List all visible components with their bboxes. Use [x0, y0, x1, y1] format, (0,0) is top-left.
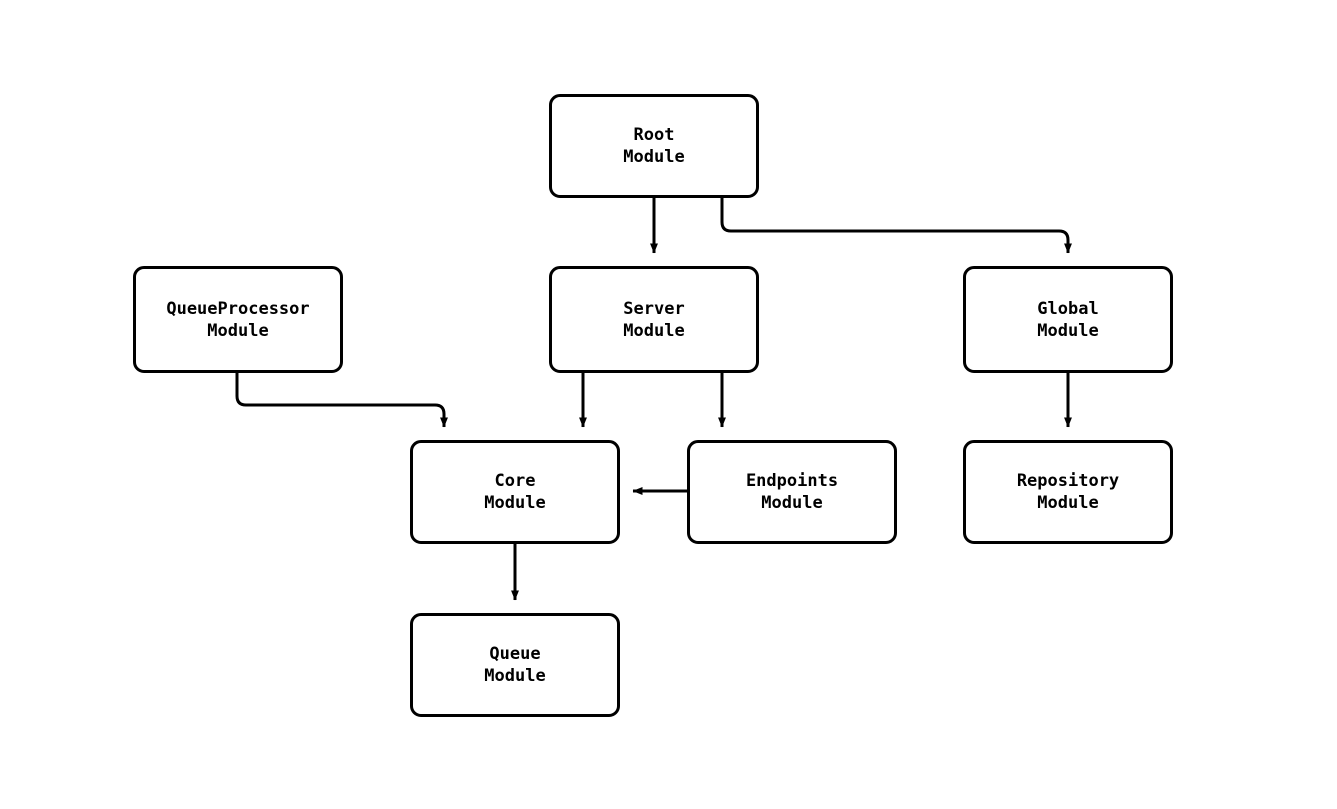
node-label-line1: Root [633, 125, 675, 145]
node-label-line1: Repository [1016, 471, 1120, 491]
node-label-line1: Core [494, 471, 536, 491]
node-label-line2: Module [1037, 320, 1099, 341]
node-root-module[interactable]: Root Module [549, 94, 759, 198]
node-label-line1: QueueProcessor [166, 298, 310, 319]
node-global-module[interactable]: Global Module [963, 266, 1173, 373]
edge-root-global [720, 198, 1072, 254]
node-repository-module[interactable]: Repository Module [963, 440, 1173, 544]
node-endpoints-module[interactable]: Endpoints Module [687, 440, 897, 544]
node-label-line2: Module [484, 666, 546, 686]
node-label-line2: Module [484, 493, 546, 513]
node-queue-module[interactable]: Queue Module [410, 613, 620, 717]
node-label-line1: Global [1037, 298, 1099, 319]
node-label-line1: Queue [489, 644, 541, 664]
node-server-module[interactable]: Server Module [549, 266, 759, 373]
node-queueprocessor-module[interactable]: QueueProcessor Module [133, 266, 343, 373]
node-label-line2: Module [207, 320, 269, 341]
node-label-line2: Module [623, 147, 685, 167]
node-label-line1: Endpoints [745, 471, 839, 491]
node-label-line2: Module [1037, 493, 1099, 513]
edge-queueprocessor-core [235, 373, 448, 428]
node-core-module[interactable]: Core Module [410, 440, 620, 544]
node-label-line2: Module [623, 320, 685, 341]
node-label-line1: Server [623, 298, 685, 319]
node-label-line2: Module [761, 493, 823, 513]
